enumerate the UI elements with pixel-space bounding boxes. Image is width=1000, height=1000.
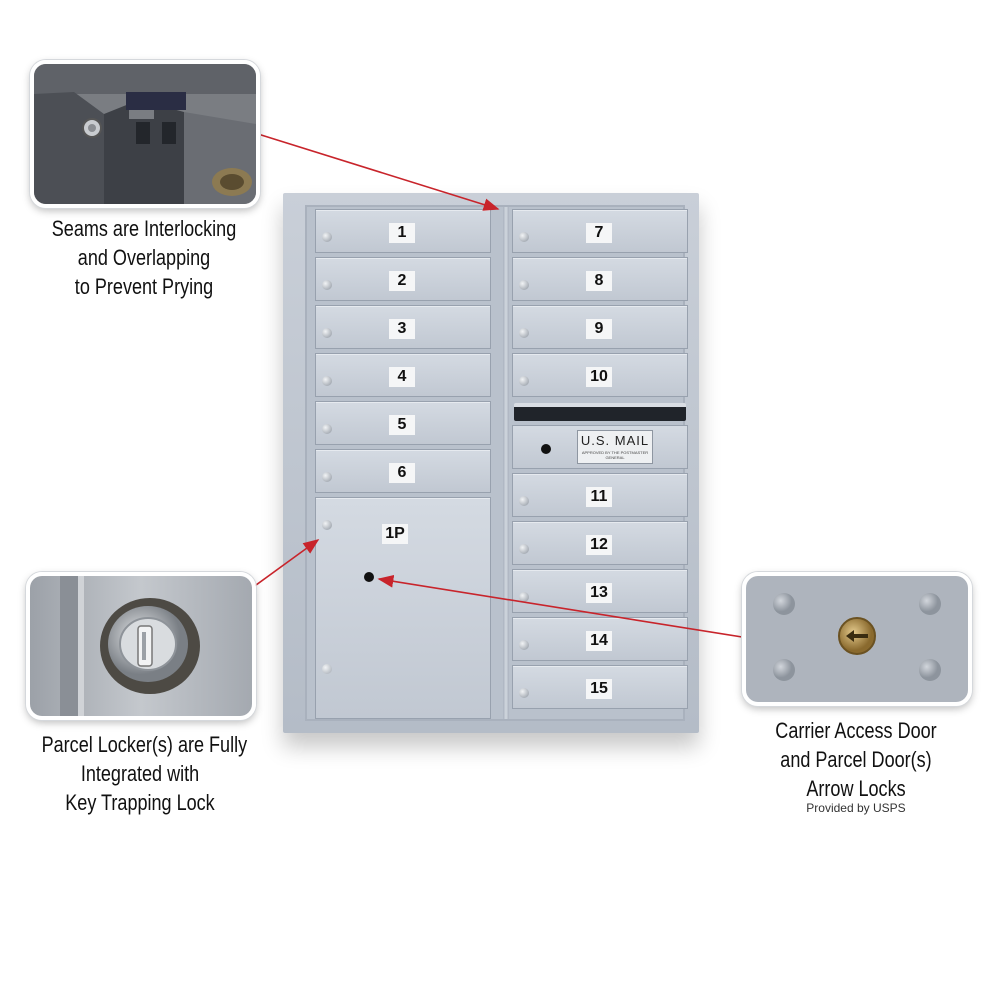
mailbox-frame: 1 2 3 4 5 6 1P 7 8 9 10 U.S. MAIL — [305, 205, 688, 721]
keyhole-icon — [541, 444, 551, 454]
lock-closeup-photo — [26, 572, 256, 720]
door-lock-icon — [519, 688, 529, 698]
seams-caption: Seams are Interlocking and Overlapping t… — [46, 214, 243, 301]
parcel-lock-arrow — [251, 539, 320, 589]
keyhole-icon — [364, 572, 374, 582]
carrier-access-door[interactable]: U.S. MAIL APPROVED BY THE POSTMASTER GEN… — [512, 425, 688, 469]
door-lock-icon — [322, 424, 332, 434]
seam-closeup-icon — [34, 64, 256, 204]
door-number: 2 — [389, 271, 415, 291]
door-lock-icon — [519, 376, 529, 386]
arrow-lock-arrow — [377, 574, 743, 638]
mail-door[interactable]: 3 — [315, 305, 491, 349]
door-number: 6 — [389, 463, 415, 483]
door-lock-icon — [519, 496, 529, 506]
caption-line: and Overlapping — [77, 245, 211, 270]
parcel-number: 1P — [382, 524, 408, 544]
plate-approval: APPROVED BY THE POSTMASTER GENERAL — [581, 450, 649, 460]
door-number: 4 — [389, 367, 415, 387]
arrow-lock-closeup-photo — [742, 572, 972, 706]
caption-line: Carrier Access Door — [775, 718, 937, 743]
door-number: 7 — [586, 223, 612, 243]
parcel-locker-door[interactable]: 1P — [315, 497, 491, 719]
caption-line: Arrow Locks — [806, 776, 906, 801]
door-lock-icon — [322, 280, 332, 290]
mail-door[interactable]: 12 — [512, 521, 688, 565]
door-lock-icon — [322, 472, 332, 482]
mail-door[interactable]: 4 — [315, 353, 491, 397]
outgoing-mail-slot[interactable] — [514, 403, 686, 421]
door-number: 9 — [586, 319, 612, 339]
rivet-icon — [322, 664, 332, 674]
seam-closeup-photo — [30, 60, 260, 208]
door-lock-icon — [322, 328, 332, 338]
door-number: 15 — [586, 679, 612, 699]
caption-line: and Parcel Door(s) — [780, 747, 932, 772]
mailbox-unit: 1 2 3 4 5 6 1P 7 8 9 10 U.S. MAIL — [283, 193, 699, 733]
mail-door[interactable]: 8 — [512, 257, 688, 301]
mail-door[interactable]: 9 — [512, 305, 688, 349]
door-lock-icon — [519, 280, 529, 290]
mail-door[interactable]: 7 — [512, 209, 688, 253]
door-lock-icon — [519, 328, 529, 338]
mail-door[interactable]: 6 — [315, 449, 491, 493]
door-number: 5 — [389, 415, 415, 435]
mail-door[interactable]: 11 — [512, 473, 688, 517]
door-number: 11 — [586, 487, 612, 507]
door-number: 14 — [586, 631, 612, 651]
door-lock-icon — [519, 592, 529, 602]
arrow-lock-caption: Carrier Access Door and Parcel Door(s) A… — [758, 716, 955, 803]
center-seam — [503, 207, 509, 719]
caption-line: Integrated with — [80, 761, 200, 786]
mail-door[interactable]: 2 — [315, 257, 491, 301]
door-lock-icon — [322, 520, 332, 530]
door-lock-icon — [322, 232, 332, 242]
caption-line: Seams are Interlocking — [51, 216, 237, 241]
lock-closeup-icon — [30, 576, 252, 716]
door-number: 1 — [389, 223, 415, 243]
us-mail-plate: U.S. MAIL APPROVED BY THE POSTMASTER GEN… — [577, 430, 653, 464]
door-number: 3 — [389, 319, 415, 339]
door-number: 13 — [586, 583, 612, 603]
door-number: 8 — [586, 271, 612, 291]
arrow-lock-closeup-icon — [746, 576, 968, 702]
parcel-lock-caption: Parcel Locker(s) are Fully Integrated wi… — [41, 730, 248, 817]
door-number: 10 — [586, 367, 612, 387]
door-lock-icon — [519, 640, 529, 650]
mail-door[interactable]: 15 — [512, 665, 688, 709]
caption-line: Key Trapping Lock — [65, 790, 215, 815]
seams-arrow — [257, 133, 500, 211]
plate-title: U.S. MAIL — [580, 433, 650, 448]
usps-note: Provided by USPS — [806, 801, 906, 815]
door-lock-icon — [322, 376, 332, 386]
mail-door[interactable]: 10 — [512, 353, 688, 397]
caption-line: to Prevent Prying — [74, 274, 214, 299]
door-lock-icon — [519, 544, 529, 554]
caption-line: Parcel Locker(s) are Fully — [41, 732, 248, 757]
mail-door[interactable]: 1 — [315, 209, 491, 253]
door-number: 12 — [586, 535, 612, 555]
door-lock-icon — [519, 232, 529, 242]
mail-door[interactable]: 5 — [315, 401, 491, 445]
